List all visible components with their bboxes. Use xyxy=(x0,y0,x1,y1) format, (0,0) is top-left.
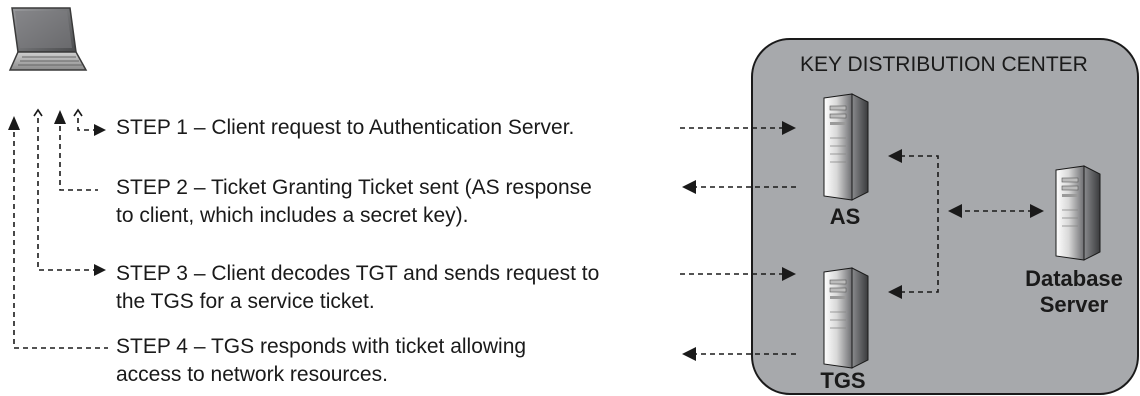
step3-arrowhead xyxy=(94,264,106,276)
step2-leader xyxy=(59,126,98,191)
step4-arrowhead-left xyxy=(682,347,696,361)
step3-text: STEP 3 – Client decodes TGT and sends re… xyxy=(116,260,599,316)
step4-up-arrowhead xyxy=(8,116,20,130)
server-tower-icon xyxy=(1055,165,1101,261)
step1-arrowhead xyxy=(94,124,106,136)
step1-arrowhead-right xyxy=(782,121,796,135)
as-link-arrowhead xyxy=(888,149,902,163)
as-label: AS xyxy=(829,204,861,229)
database-label-line2: Server xyxy=(1039,292,1109,317)
step2-line2: to client, which includes a secret key). xyxy=(116,204,469,227)
db-link-left-arrowhead xyxy=(948,204,962,218)
db-link-right-arrowhead xyxy=(1030,204,1044,218)
step3-tick xyxy=(33,108,43,117)
step3-line2: the TGS for a service ticket. xyxy=(116,290,375,313)
tgs-link-arrowhead xyxy=(888,285,902,299)
client-return-lines xyxy=(13,118,108,349)
step4-line2: access to network resources. xyxy=(116,363,388,386)
step1-line1: STEP 1 – Client request to Authenticatio… xyxy=(116,116,575,139)
step1-tick xyxy=(73,108,83,117)
step2-line1: STEP 2 – Ticket Granting Ticket sent (AS… xyxy=(116,176,592,199)
laptop-icon xyxy=(8,7,88,71)
server-tower-icon xyxy=(823,267,869,369)
step2-text: STEP 2 – Ticket Granting Ticket sent (AS… xyxy=(116,174,592,230)
database-server-label: Database Server xyxy=(1012,266,1136,318)
step3-leader xyxy=(37,118,96,271)
kdc-internal-links xyxy=(900,155,1032,293)
step1-text: STEP 1 – Client request to Authenticatio… xyxy=(116,114,574,142)
step4-line1: STEP 4 – TGS responds with ticket allowi… xyxy=(116,335,527,358)
step3-line1: STEP 3 – Client decodes TGT and sends re… xyxy=(116,262,600,285)
step2-arrowhead-left xyxy=(682,180,696,194)
kdc-title: KEY DISTRIBUTION CENTER xyxy=(800,53,1088,76)
step4-text: STEP 4 – TGS responds with ticket allowi… xyxy=(116,333,526,389)
step2-up-arrowhead xyxy=(54,110,66,124)
step4-leader xyxy=(13,132,108,349)
step3-arrowhead-right xyxy=(782,267,796,281)
tgs-label: TGS xyxy=(820,368,866,393)
step1-leader xyxy=(77,118,96,131)
server-tower-icon xyxy=(823,93,869,201)
database-label-line1: Database xyxy=(1025,266,1123,291)
